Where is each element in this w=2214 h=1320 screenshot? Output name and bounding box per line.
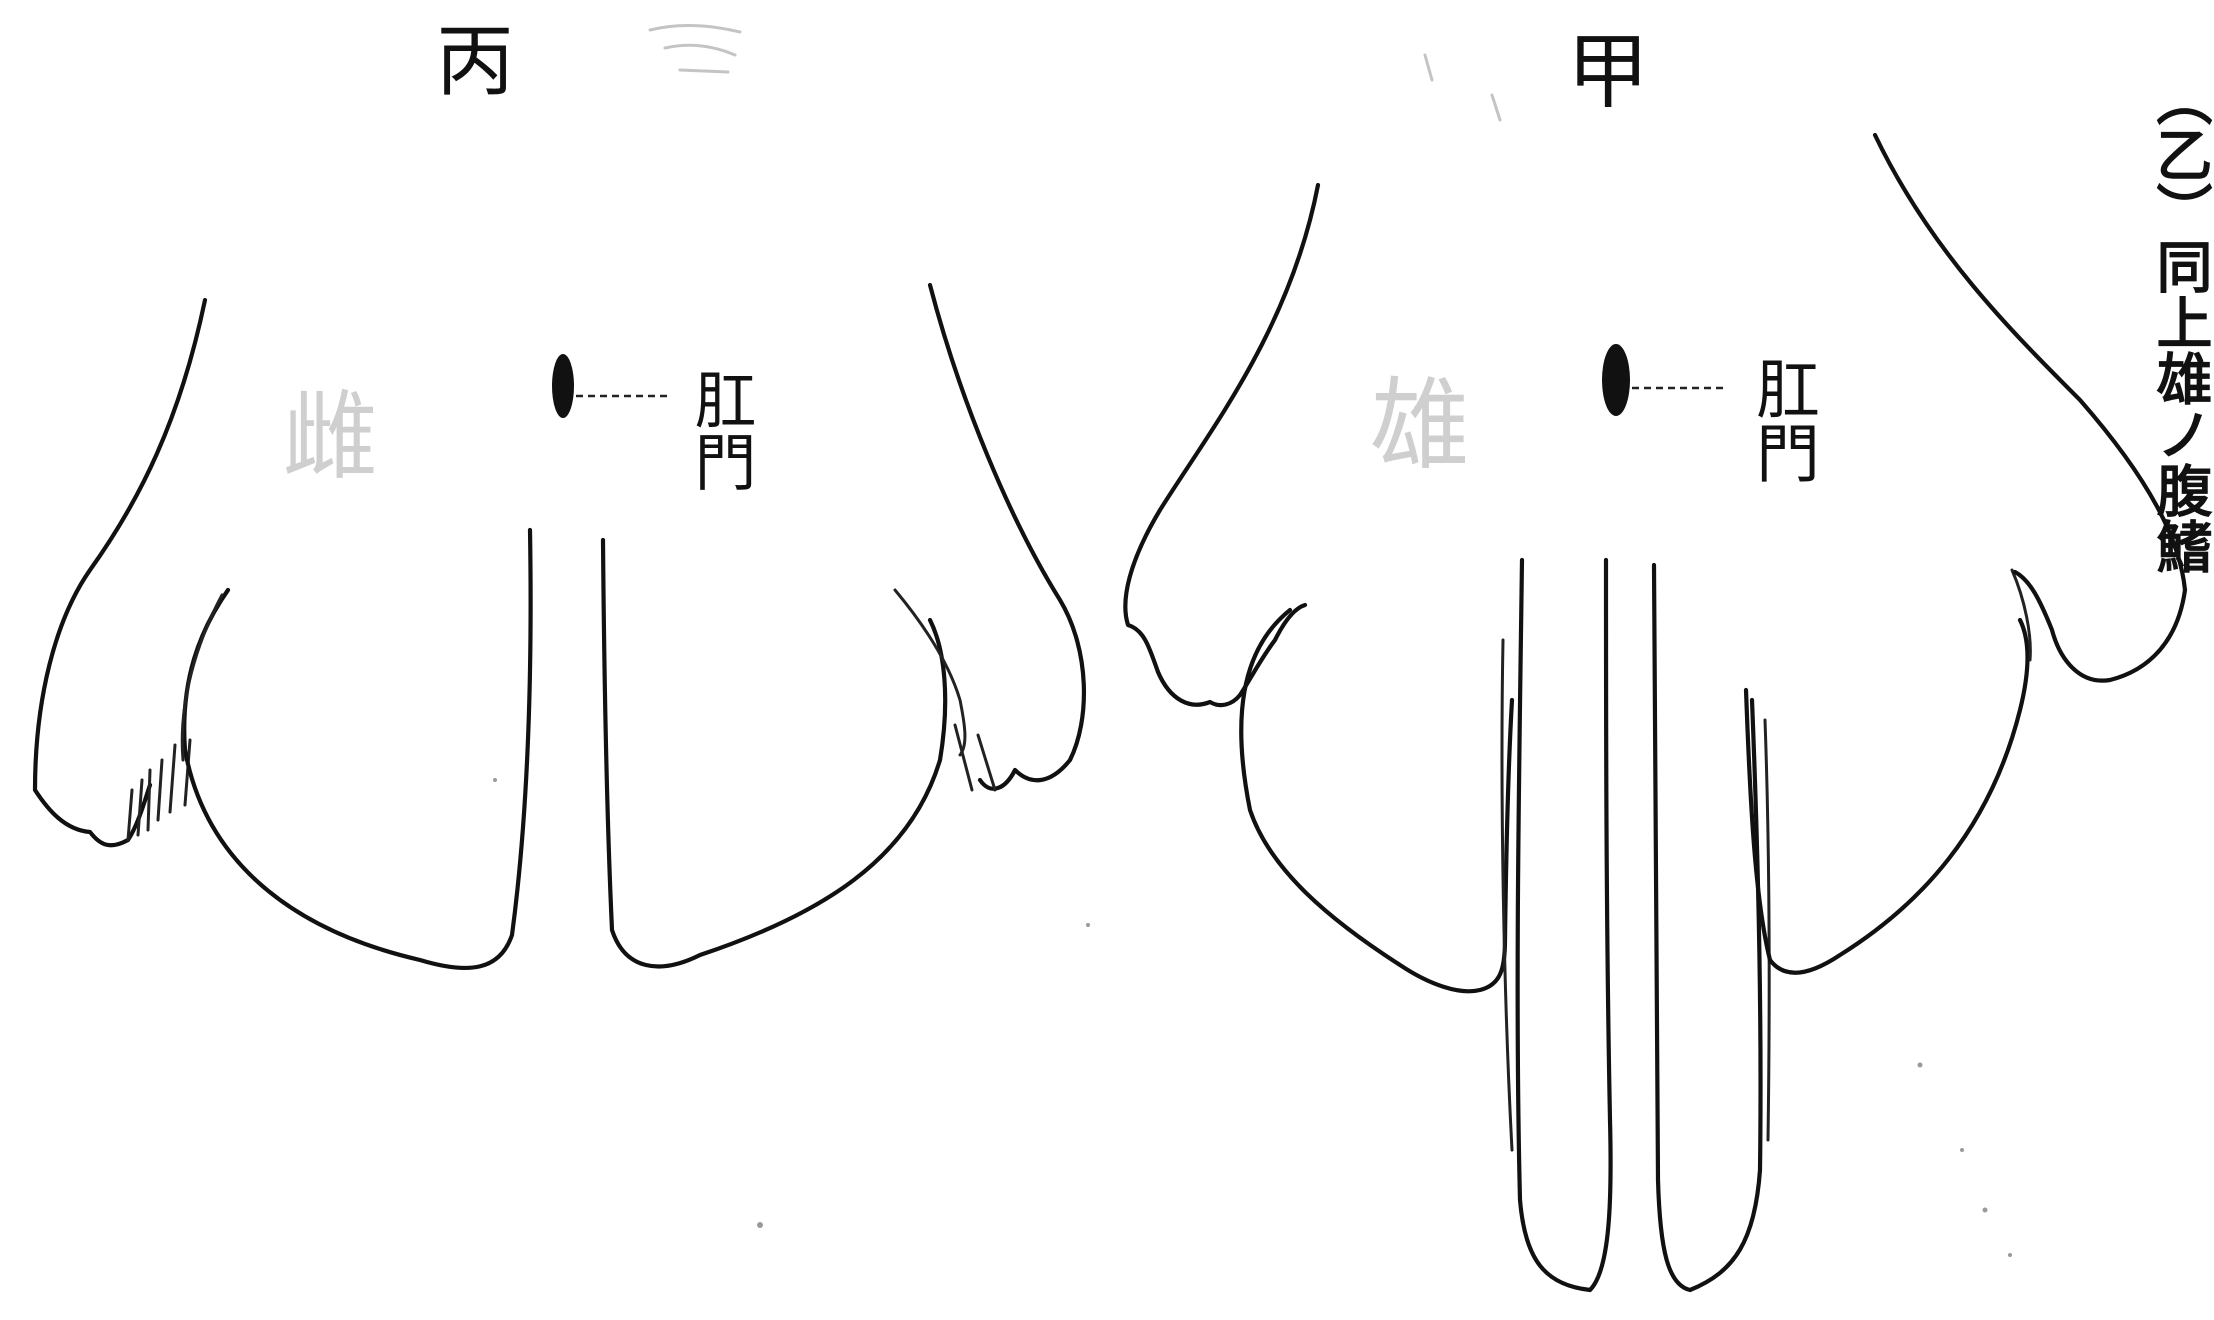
left-faint-annotation: 雌 — [282, 381, 378, 493]
right-fin-lobe-right — [1746, 620, 2028, 973]
figure-caption: （乙）同上雄ノ腹鰭 — [2147, 70, 2213, 574]
left-fin-lobe-right — [603, 540, 945, 966]
right-faint-annotation: 雄 — [1370, 367, 1470, 484]
scan-noise — [493, 778, 2012, 1257]
left-body-outline-left — [35, 300, 205, 845]
left-fin-lobe-left — [184, 530, 530, 968]
right-panel-label: 甲 — [1567, 25, 1649, 120]
right-clasper-right — [1654, 565, 1761, 1290]
left-panel: 丙 肛門 雌 — [35, 17, 1084, 968]
right-anus-label: 肛門 — [1745, 356, 1819, 484]
right-anus-marker — [1602, 344, 1630, 416]
left-body-outline-right — [930, 285, 1084, 789]
right-panel: 甲 肛門 雄 — [1125, 25, 2185, 1290]
right-body-outline-left — [1125, 185, 1318, 705]
left-panel-label: 丙 — [436, 17, 514, 107]
left-anus-marker — [552, 354, 574, 418]
left-anus-label: 肛門 — [684, 368, 757, 492]
right-clasper-left — [1518, 560, 1611, 1290]
right-fin-lobe-left — [1241, 610, 1512, 991]
right-body-outline-right — [1875, 135, 2185, 681]
